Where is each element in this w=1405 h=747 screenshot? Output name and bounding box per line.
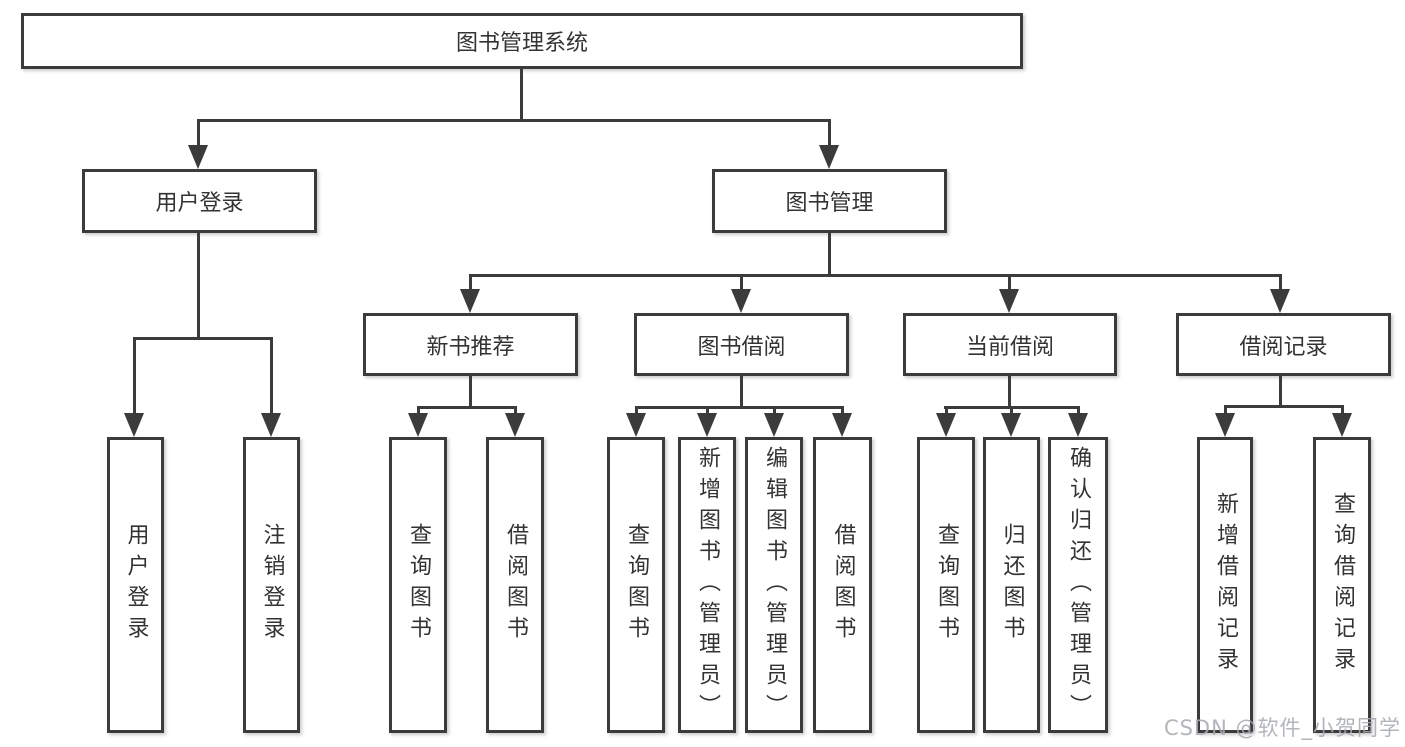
connector-line: [197, 119, 831, 122]
arrowhead-down-icon: [460, 289, 480, 313]
arrowhead-down-icon: [1068, 413, 1088, 437]
leaf-return-books: 归还图书: [983, 437, 1040, 733]
leaf-borrow-books-borrowing: 借阅图书: [813, 437, 872, 733]
arrowhead-down-icon: [188, 145, 208, 169]
connector-line: [1077, 406, 1080, 416]
node-current-borrowing: 当前借阅: [903, 313, 1117, 376]
leaf-query-books-recommendation: 查询图书: [389, 437, 447, 733]
arrowhead-down-icon: [832, 413, 852, 437]
arrowhead-down-icon: [1001, 413, 1021, 437]
connector-line: [1341, 405, 1344, 416]
arrowhead-down-icon: [1215, 413, 1235, 437]
connector-line: [520, 69, 523, 119]
connector-line: [740, 274, 743, 291]
arrowhead-down-icon: [124, 413, 144, 437]
node-user-login: 用户登录: [82, 169, 317, 233]
connector-line: [828, 119, 831, 147]
arrowhead-down-icon: [505, 413, 525, 437]
leaf-add-borrow-record: 新增借阅记录: [1197, 437, 1253, 733]
connector-line: [1224, 405, 1342, 408]
connector-line: [197, 233, 200, 337]
connector-line: [945, 406, 948, 416]
node-borrowing-records: 借阅记录: [1176, 313, 1391, 376]
arrowhead-down-icon: [731, 289, 751, 313]
leaf-logout: 注销登录: [243, 437, 300, 733]
leaf-user-login: 用户登录: [107, 437, 164, 733]
arrowhead-down-icon: [408, 413, 428, 437]
arrowhead-down-icon: [999, 289, 1019, 313]
connector-line: [514, 406, 517, 416]
arrowhead-down-icon: [764, 413, 784, 437]
arrowhead-down-icon: [261, 413, 281, 437]
connector-line: [636, 406, 843, 409]
connector-line: [706, 406, 709, 416]
leaf-confirm-return-admin: 确认归还（管理员）: [1048, 437, 1108, 733]
arrowhead-down-icon: [936, 413, 956, 437]
arrowhead-down-icon: [819, 145, 839, 169]
connector-line: [740, 376, 743, 406]
leaf-query-books-current: 查询图书: [917, 437, 975, 733]
connector-line: [197, 119, 200, 147]
connector-line: [1279, 274, 1282, 291]
arrowhead-down-icon: [1270, 289, 1290, 313]
leaf-borrow-books-recommendation: 借阅图书: [486, 437, 544, 733]
connector-line: [270, 337, 273, 415]
connector-line: [828, 233, 831, 274]
connector-line: [470, 274, 1281, 277]
connector-line: [1008, 274, 1011, 291]
arrowhead-down-icon: [626, 413, 646, 437]
arrowhead-down-icon: [697, 413, 717, 437]
node-library-management-system: 图书管理系统: [21, 13, 1023, 69]
connector-line: [133, 337, 272, 340]
connector-line: [1279, 375, 1282, 406]
leaf-add-book-admin: 新增图书（管理员）: [678, 437, 736, 733]
connector-line: [469, 376, 472, 406]
watermark: CSDN @软件_小贺同学: [1163, 716, 1401, 740]
leaf-edit-book-admin: 编辑图书（管理员）: [745, 437, 803, 733]
connector-line: [1224, 405, 1227, 416]
leaf-query-borrow-record: 查询借阅记录: [1313, 437, 1371, 733]
connector-line: [133, 337, 136, 415]
node-book-borrowing: 图书借阅: [634, 313, 849, 376]
connector-line: [841, 406, 844, 416]
node-book-management: 图书管理: [712, 169, 947, 233]
connector-line: [417, 406, 420, 416]
leaf-query-books-borrowing: 查询图书: [607, 437, 665, 733]
connector-line: [469, 274, 472, 291]
connector-line: [417, 406, 515, 409]
node-new-book-recommendation: 新书推荐: [363, 313, 578, 376]
connector-line: [635, 406, 638, 416]
connector-line: [773, 406, 776, 416]
arrowhead-down-icon: [1332, 413, 1352, 437]
connector-line: [1008, 376, 1011, 406]
connector-line: [1010, 406, 1013, 416]
